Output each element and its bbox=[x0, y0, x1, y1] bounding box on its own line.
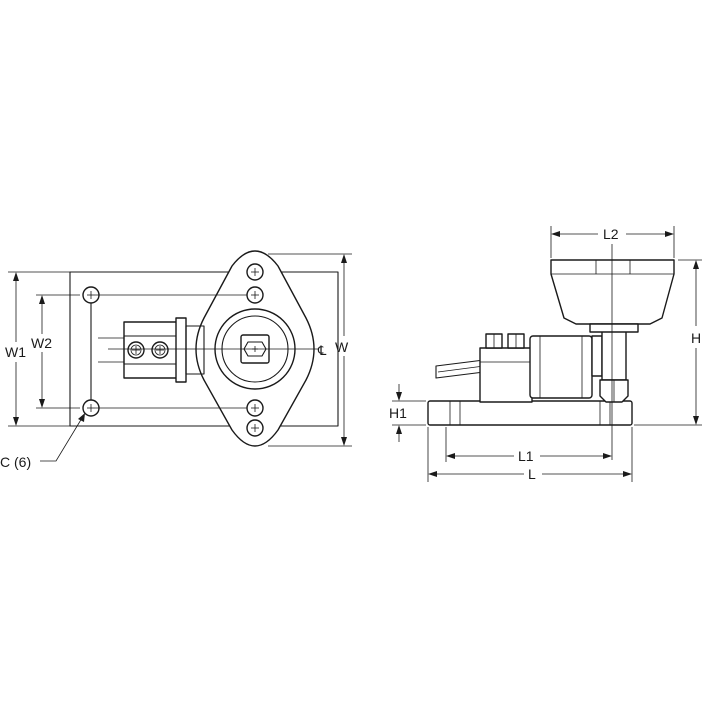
bolt-icon bbox=[151, 341, 169, 359]
side-view: L2 H H1 L1 bbox=[389, 226, 702, 482]
centerline-label: ℄ bbox=[317, 343, 327, 358]
load-cup bbox=[550, 259, 675, 325]
mounting-hole-icon bbox=[246, 286, 264, 304]
dimension-l: L bbox=[428, 466, 632, 482]
w2-label: W2 bbox=[31, 335, 52, 351]
h1-label: H1 bbox=[389, 405, 407, 421]
top-view: ℄ W1 W2 W bbox=[0, 250, 352, 470]
c6-label: C (6) bbox=[0, 454, 31, 470]
load-cell-barrel bbox=[529, 335, 593, 399]
cup-spacer bbox=[589, 323, 639, 333]
mounting-hole-icon bbox=[246, 419, 264, 437]
w-label: W bbox=[335, 339, 349, 355]
base-plate-outline bbox=[69, 271, 339, 427]
l-label: L bbox=[528, 466, 536, 482]
hole-callout: C (6) bbox=[0, 413, 85, 470]
h-label: H bbox=[691, 330, 701, 346]
w1-label: W1 bbox=[5, 344, 26, 360]
dimension-h1: H1 bbox=[389, 384, 407, 442]
dimension-l1: L1 bbox=[446, 448, 612, 464]
stem bbox=[591, 335, 603, 377]
l2-label: L2 bbox=[603, 226, 619, 242]
stud bbox=[601, 329, 627, 381]
dimension-l2: L2 bbox=[551, 226, 674, 242]
load-cell-neck bbox=[185, 325, 205, 375]
mounting-hole-icon bbox=[246, 399, 264, 417]
bolt-icon bbox=[127, 341, 145, 359]
load-cell-flange bbox=[175, 317, 187, 383]
dimension-w: W bbox=[335, 254, 349, 446]
dimension-h: H bbox=[691, 260, 701, 425]
l1-label: L1 bbox=[518, 448, 534, 464]
side-base-plate bbox=[427, 400, 633, 426]
cell-block bbox=[479, 347, 533, 403]
dimension-w1: W1 bbox=[5, 272, 26, 426]
dimension-w2: W2 bbox=[31, 295, 52, 408]
mounting-hole-icon bbox=[246, 263, 264, 281]
